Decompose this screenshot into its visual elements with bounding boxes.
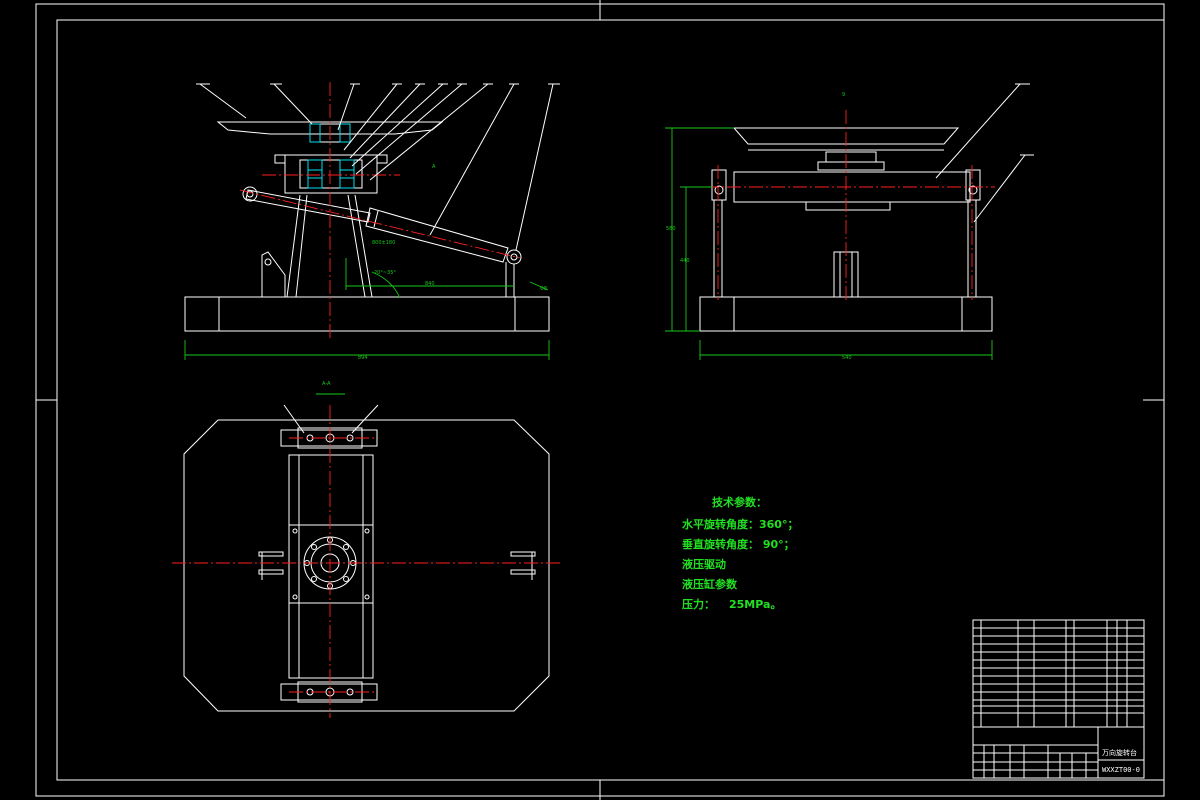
top-view: A-A [172,381,560,718]
svg-text:Φ8: Φ8 [540,286,547,292]
title-block [972,619,1145,779]
tech-param-hydraulic-drive: 液压驱动 [682,558,726,571]
tech-param-pressure: 压力： 25MPa。 [682,596,781,612]
drawing-name: 万向旋转台 [1102,749,1137,757]
tech-params-heading: 技术参数： [712,496,767,509]
svg-text:20°~35°: 20°~35° [374,270,396,276]
parts-list-grid [973,620,1144,728]
front-view: 894 840 20°~35° 800±180 Φ8 A [184,82,560,361]
svg-text:A-A: A-A [322,381,331,387]
pressure-label: 压力： [682,598,715,611]
side-view: 540 580 440 9 [665,83,1034,361]
svg-text:A: A [432,164,436,170]
tech-param-horizontal-rotation: 水平旋转角度：360°； [682,518,799,531]
svg-text:440: 440 [680,258,690,264]
tech-param-vertical-rotation: 垂直旋转角度： 90°； [682,538,795,551]
svg-text:540: 540 [842,355,852,361]
svg-text:580: 580 [666,226,676,232]
sheet-frame [35,0,1165,800]
hydraulic-cylinder [242,186,522,297]
svg-text:800±180: 800±180 [372,240,395,246]
part-leaders [196,83,560,251]
svg-text:894: 894 [358,355,368,361]
pressure-value: 25MPa。 [729,598,782,611]
drawing-number: WXXZT00-0 [1102,766,1140,774]
svg-text:840: 840 [425,281,435,287]
svg-text:9: 9 [842,92,845,98]
tech-param-cylinder-params: 液压缸参数 [682,578,737,591]
